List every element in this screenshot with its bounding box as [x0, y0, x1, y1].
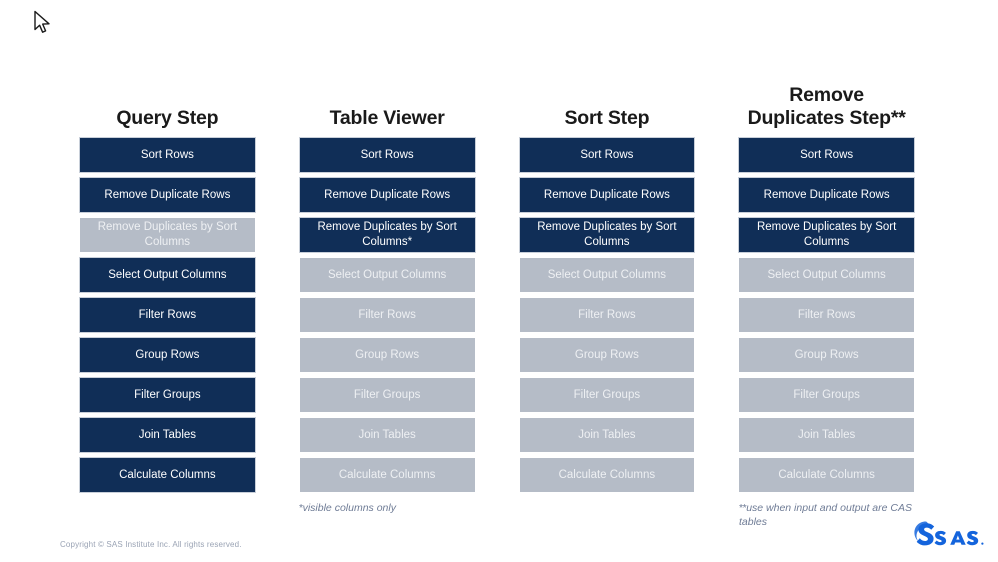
feature-box[interactable]: Filter Rows [298, 297, 476, 333]
feature-box[interactable]: Calculate Columns [738, 457, 915, 493]
feature-box[interactable]: Remove Duplicate Rows [298, 177, 476, 213]
feature-box[interactable]: Sort Rows [518, 137, 696, 173]
feature-box[interactable]: Remove Duplicates by Sort Columns [738, 217, 915, 253]
feature-box[interactable]: Group Rows [738, 337, 915, 373]
column-title: Table Viewer [329, 107, 445, 129]
feature-box[interactable]: Join Tables [738, 417, 915, 453]
copyright-notice: Copyright © SAS Institute Inc. All right… [60, 540, 242, 549]
feature-box[interactable]: Filter Rows [79, 297, 256, 333]
column-title: Sort Step [564, 107, 650, 129]
feature-box-label: Filter Rows [797, 308, 856, 321]
feature-box[interactable]: Remove Duplicates by Sort Columns [79, 217, 256, 253]
feature-box[interactable]: Filter Rows [738, 297, 915, 333]
feature-box[interactable]: Filter Groups [298, 377, 476, 413]
feature-box[interactable]: Sort Rows [79, 137, 256, 173]
footnote-visible-columns: *visible columns only [299, 501, 499, 515]
feature-box[interactable]: Filter Groups [79, 377, 256, 413]
feature-box-label: Filter Groups [134, 388, 201, 401]
feature-box[interactable]: Remove Duplicate Rows [738, 177, 915, 213]
feature-box-label: Group Rows [135, 348, 200, 361]
feature-box[interactable]: Select Output Columns [79, 257, 256, 293]
feature-box-label: Sort Rows [360, 148, 414, 161]
feature-box-label: Group Rows [574, 348, 639, 361]
feature-box-label: Remove Duplicate Rows [324, 188, 451, 201]
feature-box-label: Select Output Columns [327, 268, 447, 281]
feature-box[interactable]: Calculate Columns [298, 457, 476, 493]
footnote-cas-tables-text: use when input and output are CAS tables [739, 502, 912, 529]
feature-box-label: Join Tables [358, 428, 416, 441]
feature-box-label: Sort Rows [140, 148, 194, 161]
feature-box-label: Select Output Columns [767, 268, 886, 281]
feature-box[interactable]: Filter Groups [518, 377, 696, 413]
feature-box[interactable]: Remove Duplicate Rows [518, 177, 696, 213]
feature-box[interactable]: Sort Rows [738, 137, 915, 173]
feature-box[interactable]: Join Tables [298, 417, 476, 453]
feature-box-label: Remove Duplicates by Sort Columns [537, 221, 677, 248]
feature-box[interactable]: Group Rows [518, 337, 696, 373]
feature-box[interactable]: Calculate Columns [79, 457, 256, 493]
feature-box-label: Calculate Columns [778, 468, 875, 481]
feature-box[interactable]: Select Output Columns [298, 257, 476, 293]
feature-box[interactable]: Calculate Columns [518, 457, 696, 493]
mouse-cursor [33, 10, 53, 38]
footnote-cas-tables: **use when input and output are CAS tabl… [739, 501, 919, 529]
feature-box[interactable]: Select Output Columns [518, 257, 696, 293]
feature-box-label: Remove Duplicate Rows [543, 188, 670, 201]
feature-box-label: Remove Duplicate Rows [104, 188, 231, 201]
feature-box-label: Filter Groups [793, 388, 860, 401]
feature-box[interactable]: Remove Duplicates by Sort Columns* [298, 217, 476, 253]
feature-box[interactable]: Join Tables [79, 417, 256, 453]
feature-box-label: Sort Rows [580, 148, 634, 161]
column-title: Query Step [116, 107, 219, 129]
feature-box[interactable]: Group Rows [298, 337, 476, 373]
feature-box-label: Remove Duplicates by Sort Columns [756, 221, 897, 248]
feature-box-label: Filter Rows [578, 308, 636, 321]
feature-box[interactable]: Sort Rows [298, 137, 476, 173]
feature-box[interactable]: Remove Duplicate Rows [79, 177, 256, 213]
sas-logo [913, 520, 991, 550]
column-title: Remove Duplicates Step** [747, 84, 906, 129]
feature-box-label: Remove Duplicate Rows [763, 188, 890, 201]
feature-box-label: Join Tables [138, 428, 197, 441]
feature-box-label: Group Rows [794, 348, 859, 361]
feature-box-label: Filter Rows [138, 308, 197, 321]
feature-box[interactable]: Group Rows [79, 337, 256, 373]
feature-box[interactable]: Filter Groups [738, 377, 915, 413]
footnote-marker-double-asterisk: ** [739, 502, 747, 514]
feature-box-label: Filter Groups [353, 388, 421, 401]
feature-box[interactable]: Remove Duplicates by Sort Columns [518, 217, 696, 253]
feature-box-label: Join Tables [578, 428, 636, 441]
feature-box-label: Calculate Columns [119, 468, 216, 481]
footnote-visible-columns-text: visible columns only [302, 502, 396, 514]
feature-box-label: Select Output Columns [547, 268, 666, 281]
feature-box-label: Remove Duplicates by Sort Columns [97, 221, 238, 248]
feature-box-label: Remove Duplicates by Sort Columns* [317, 221, 457, 248]
feature-box-label: Filter Groups [573, 388, 641, 401]
feature-box-label: Calculate Columns [338, 468, 436, 481]
feature-box-label: Calculate Columns [558, 468, 656, 481]
feature-box[interactable]: Filter Rows [518, 297, 696, 333]
feature-box-label: Group Rows [355, 348, 420, 361]
footnote-marker-single-asterisk: * [299, 502, 303, 514]
feature-box-label: Filter Rows [358, 308, 416, 321]
feature-box-label: Select Output Columns [108, 268, 227, 281]
feature-box-label: Sort Rows [800, 148, 854, 161]
feature-box[interactable]: Join Tables [518, 417, 696, 453]
feature-box-label: Join Tables [797, 428, 856, 441]
feature-box[interactable]: Select Output Columns [738, 257, 915, 293]
